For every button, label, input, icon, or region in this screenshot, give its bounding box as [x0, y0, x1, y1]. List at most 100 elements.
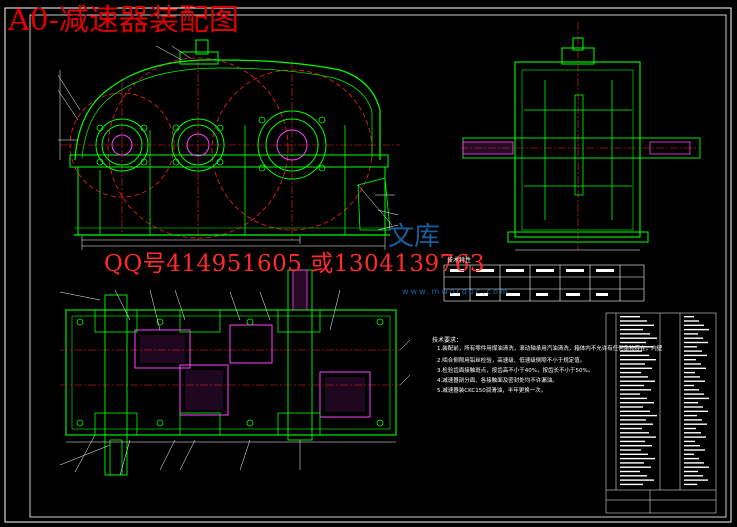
parts-list-row: [684, 410, 708, 412]
parts-list-row: [684, 380, 705, 382]
parts-list-row: [620, 445, 652, 447]
parts-list-row: [620, 427, 642, 430]
parts-list-row: [684, 328, 709, 331]
contact-text: QQ号414951605 或1304139763: [104, 251, 486, 277]
note-line: 4.减速器剖分面、各接触面及密封处均不许漏油。: [437, 378, 558, 384]
parts-list-row: [620, 359, 656, 361]
parts-list-row: [620, 367, 652, 369]
parts-list-row: [620, 380, 655, 382]
parts-list-row: [684, 341, 708, 344]
parts-list-row: [620, 346, 653, 348]
parts-list-row: [684, 402, 698, 404]
parts-list-row: [620, 384, 644, 387]
drawing-title: A0-减速器装配图: [8, 3, 239, 38]
parts-list-row: [620, 324, 654, 326]
parts-list-row: [684, 406, 703, 408]
parts-list-row: [620, 436, 656, 438]
parts-list-row: [684, 419, 702, 421]
parts-list-row: [620, 462, 644, 464]
parts-list-row: [684, 479, 708, 481]
parts-list-row: [620, 363, 645, 365]
parts-list-row: [684, 436, 706, 438]
note-line: 5.减速器装CKC150润滑油，半年更换一次。: [437, 388, 547, 394]
parts-list-row: [620, 354, 649, 357]
parts-list-row: [684, 475, 703, 477]
spec-table: [443, 264, 645, 302]
parts-list-row: [684, 427, 696, 430]
parts-list-row: [684, 354, 707, 357]
parts-list-row: [684, 483, 697, 486]
parts-list-row: [620, 337, 657, 339]
parts-list-row: [684, 337, 703, 339]
parts-list-row: [684, 363, 701, 365]
parts-list-row: [684, 324, 704, 326]
parts-list-row: [684, 423, 707, 425]
parts-list-row: [684, 316, 694, 318]
plan-housing: [65, 309, 397, 436]
parts-list-row: [620, 316, 640, 318]
parts-list-row: [684, 376, 700, 378]
parts-list-row: [620, 333, 650, 335]
parts-list-row: [684, 384, 694, 387]
parts-list-row: [684, 359, 696, 361]
parts-list-row: [620, 432, 649, 434]
parts-list-row: [684, 371, 695, 374]
side-housing: [514, 61, 641, 238]
parts-list-row: [620, 466, 651, 468]
parts-list-row: [684, 320, 699, 322]
parts-list-rows: [620, 316, 709, 486]
parts-list-row: [620, 389, 651, 391]
parts-list-row: [620, 483, 643, 486]
parts-list-row: [620, 350, 642, 352]
parts-list-row: [620, 479, 654, 481]
parts-list-row: [620, 376, 648, 378]
inner-frame: [29, 14, 727, 518]
parts-list-row: [684, 470, 698, 473]
parts-list-row: [684, 440, 695, 443]
parts-list: [605, 312, 717, 514]
split-flange: [69, 154, 389, 168]
note-line: 1.装配前，所有零件用煤油清洗，滚动轴承用汽油清洗，箱体内不允许有任何杂物存在。…: [437, 346, 663, 352]
parts-list-row: [684, 462, 704, 464]
drawing-border: [4, 7, 732, 523]
parts-list-row: [620, 328, 643, 331]
side-view: [460, 22, 701, 251]
parts-list-row: [620, 457, 655, 460]
note-line: 2.啮合侧隙用铅丝检验，高速级、低速级侧隙不小于规定值。: [437, 358, 586, 364]
parts-list-row: [684, 414, 697, 417]
gear-circle-2: [107, 57, 289, 239]
watermark-logo: 文库: [388, 222, 441, 252]
parts-list-row: [620, 393, 640, 395]
notes-title: 技术要求：: [432, 337, 463, 344]
housing-base: [77, 167, 386, 236]
parts-list-row: [684, 350, 702, 352]
parts-list-row: [620, 341, 646, 344]
parts-list-row: [620, 423, 653, 425]
housing-contour: [74, 59, 381, 161]
plan-view: [59, 269, 411, 476]
parts-list-row: [684, 457, 699, 460]
parts-list-row: [620, 410, 650, 412]
parts-list-row: [684, 453, 694, 455]
parts-list-row: [620, 419, 646, 421]
parts-list-row: [684, 432, 701, 434]
parts-list-row: [684, 445, 700, 447]
front-view: [57, 39, 400, 250]
parts-list-row: [684, 333, 698, 335]
inspection-cover: [179, 51, 219, 65]
parts-list-row: [620, 414, 657, 417]
parts-list-row: [620, 440, 645, 443]
note-line: 3.检验齿面接触斑点，按齿高不小于40%，按齿长不小于50%。: [437, 368, 594, 374]
parts-list-row: [684, 397, 709, 400]
parts-list-row: [620, 397, 647, 400]
spec-table-title: 技术特性: [447, 257, 472, 264]
parts-list-row: [620, 320, 647, 322]
parts-list-row: [684, 393, 704, 395]
parts-list-row: [684, 346, 697, 348]
parts-list-row: [620, 453, 648, 455]
parts-list-row: [620, 449, 641, 451]
parts-list-row: [684, 466, 709, 468]
parts-list-row: [620, 371, 641, 374]
parts-list-row: [684, 389, 699, 391]
